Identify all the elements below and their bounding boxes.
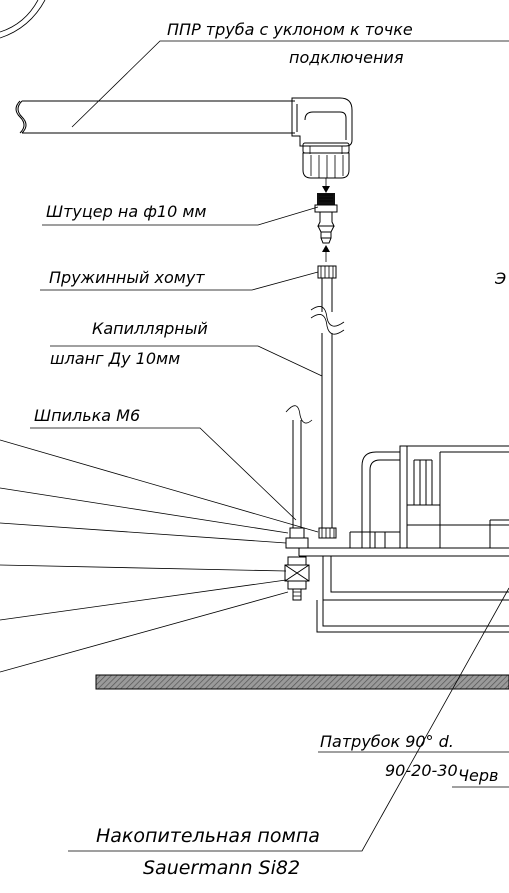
branch-pipe-label-line2: 90-20-30 <box>385 761 458 780</box>
pump-label-line1: Накопительная помпа <box>96 825 320 847</box>
pipe-label-line1: ППР труба с уклоном к точке <box>167 20 413 39</box>
leader-lines <box>0 40 509 852</box>
capillary-hose <box>310 265 345 539</box>
hose-label-line1: Капиллярный <box>92 319 208 338</box>
pipe-label-line2: подключения <box>289 48 404 67</box>
fitting-label: Штуцер на ф10 мм <box>46 202 207 221</box>
hose-label-line2: шланг Ду 10мм <box>50 349 180 368</box>
ppr-pipe <box>15 100 295 134</box>
hatched-floor-slab <box>95 674 509 690</box>
branch-pipe-label-line1: Патрубок 90° d. <box>320 732 454 751</box>
stud-label: Шпилька М6 <box>34 406 140 425</box>
clamp-label: Пружинный хомут <box>49 268 205 287</box>
elbow-fitting <box>291 97 353 179</box>
threaded-stud-m6 <box>284 405 313 601</box>
pump-housing <box>298 445 509 633</box>
hose-barb-fitting <box>314 193 338 244</box>
cut-circle-fragment <box>0 0 46 39</box>
right-cut-label: Э <box>494 269 506 288</box>
pump-label-line2: Sauermann Si82 <box>143 857 300 879</box>
worm-clamp-label: Черв <box>458 766 498 785</box>
